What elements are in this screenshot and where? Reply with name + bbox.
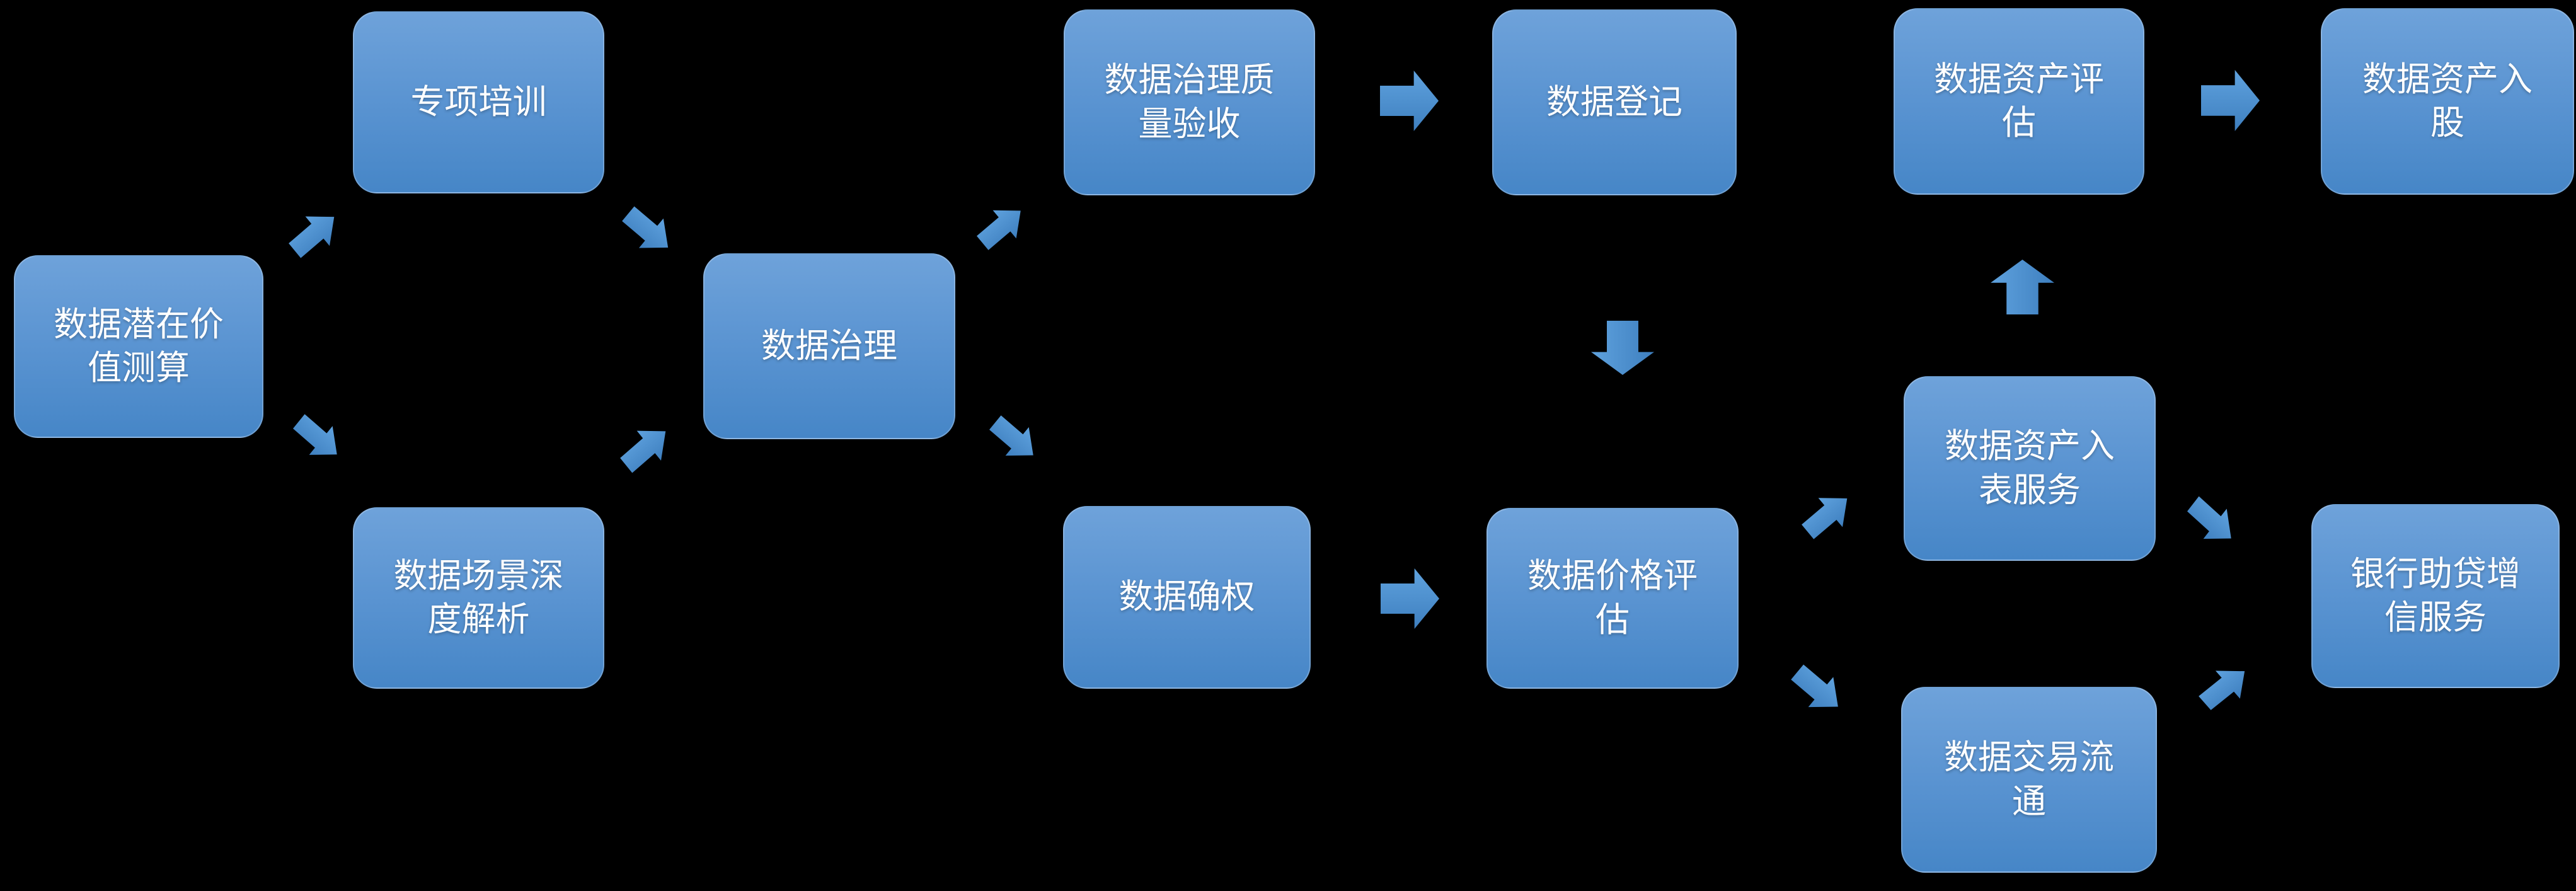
node-quality-acceptance: 数据治理质量验收 [1064, 9, 1315, 195]
node-rights-confirmation: 数据确权 [1063, 506, 1311, 689]
node-label: 数据资产入股 [2362, 60, 2533, 142]
node-asset-entry: 数据资产入表服务 [1904, 376, 2156, 561]
node-label: 数据资产评估 [1933, 60, 2104, 142]
node-label: 数据确权 [1118, 578, 1255, 616]
node-label: 数据资产入表服务 [1944, 427, 2115, 509]
node-asset-evaluation: 数据资产评估 [1894, 8, 2144, 195]
node-asset-investment: 数据资产入股 [2321, 8, 2574, 195]
node-label: 数据价格评估 [1527, 557, 1698, 639]
arrow-price-evaluation-to-asset-entry [1802, 498, 1848, 539]
node-label: 银行助贷增信服务 [2350, 555, 2521, 636]
arrow-trading-circulation-to-bank-credit [2199, 670, 2245, 710]
node-label: 数据登记 [1546, 83, 1682, 121]
arrow-quality-acceptance-to-data-registration [1380, 71, 1439, 131]
arrow-special-training-to-data-governance [622, 206, 669, 248]
arrow-potential-value-to-scenario-analysis [292, 414, 337, 455]
arrow-data-registration-to-price-evaluation [1591, 321, 1654, 375]
node-data-governance: 数据治理 [703, 253, 955, 439]
node-trading-circulation: 数据交易流通 [1901, 687, 2157, 873]
node-price-evaluation: 数据价格评估 [1486, 508, 1739, 689]
arrow-data-governance-to-rights-confirmation [989, 415, 1033, 456]
node-special-training: 专项培训 [353, 11, 604, 193]
arrow-data-governance-to-quality-acceptance [976, 210, 1021, 250]
node-bank-credit: 银行助贷增信服务 [2311, 504, 2560, 688]
node-label: 数据场景深度解析 [393, 556, 564, 638]
node-scenario-analysis: 数据场景深度解析 [353, 507, 604, 689]
arrow-asset-entry-to-bank-credit [2187, 496, 2231, 539]
arrow-asset-evaluation-to-asset-investment [2201, 70, 2260, 131]
node-label: 专项培训 [410, 83, 547, 121]
arrow-price-evaluation-to-trading-circulation [1791, 664, 1838, 708]
arrow-asset-entry-to-asset-evaluation [1991, 260, 2054, 314]
arrow-scenario-analysis-to-data-governance [620, 430, 666, 473]
arrow-rights-confirmation-to-price-evaluation [1381, 568, 1439, 629]
node-potential-value: 数据潜在价值测算 [14, 255, 263, 438]
arrow-potential-value-to-special-training [289, 216, 335, 258]
node-label: 数据潜在价值测算 [53, 305, 224, 387]
node-label: 数据交易流通 [1943, 739, 2114, 820]
node-label: 数据治理质量验收 [1104, 61, 1275, 143]
node-data-registration: 数据登记 [1492, 9, 1737, 195]
node-label: 数据治理 [761, 326, 897, 365]
